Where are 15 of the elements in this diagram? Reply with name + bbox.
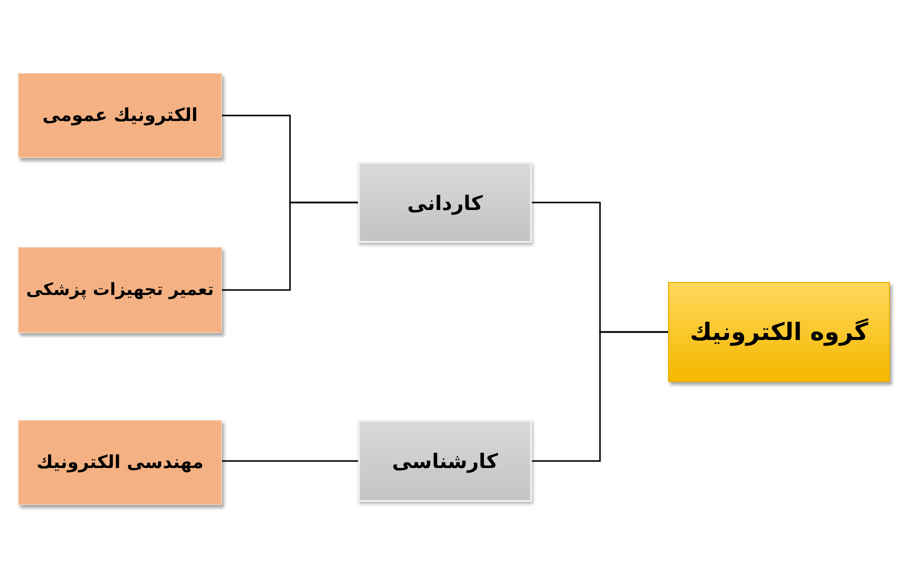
root-box: [668, 282, 890, 382]
box-label: مهندسی الكترونیك: [36, 452, 204, 474]
box-label: تعمیر تجهیزات پزشكی: [26, 280, 214, 300]
connector-line: [222, 460, 358, 462]
box-label: كارشناسی: [392, 449, 498, 473]
branch-box: [358, 162, 532, 243]
connector-line: [222, 202, 358, 291]
connector-line: [532, 331, 668, 462]
leaf-box: [18, 73, 222, 158]
box-label: الكترونیك عمومی: [42, 104, 198, 126]
box-label: كاردانی: [407, 190, 483, 214]
branch-box: [358, 420, 532, 502]
box-label: گروه الكترونیك: [690, 318, 868, 346]
leaf-box: [18, 420, 222, 505]
leaf-box: [18, 247, 222, 333]
